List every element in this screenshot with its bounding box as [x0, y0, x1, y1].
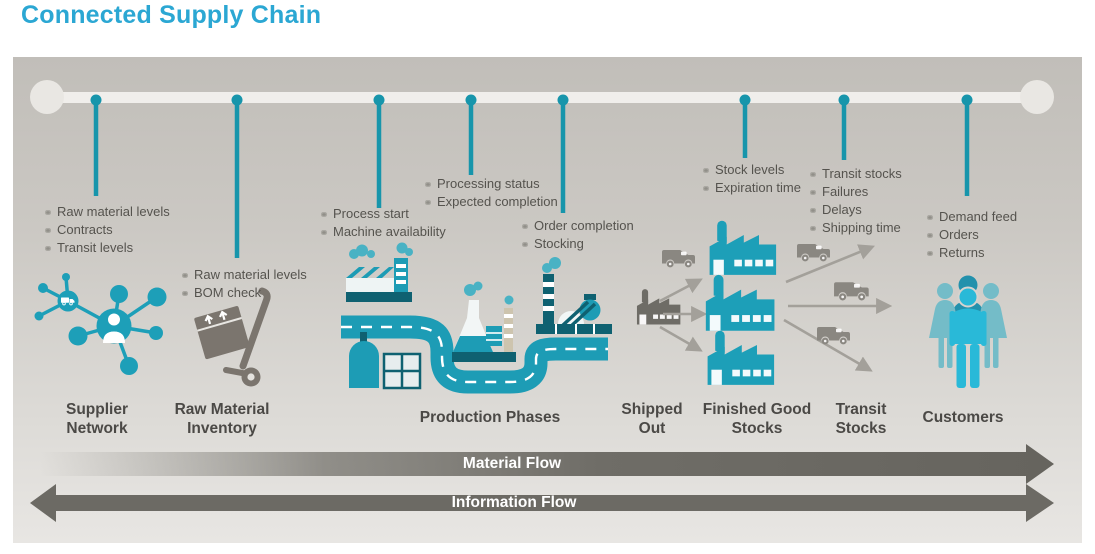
bullet-item: Order completion [521, 217, 634, 235]
timeline-start-cap [30, 80, 64, 114]
bullet-item: Failures [809, 183, 902, 201]
bullet-item: Transit stocks [809, 165, 902, 183]
van-icon [797, 244, 830, 262]
bullet-item: Process start [320, 205, 446, 223]
callout-processing-status: Processing status Expected completion [424, 175, 558, 211]
bullet-item: Raw material levels [44, 203, 170, 221]
stage-label-customers: Customers [922, 409, 1004, 426]
person-front [949, 286, 987, 388]
hand-truck-icon [194, 287, 271, 387]
timeline [30, 80, 1054, 258]
bullet-item: Expiration time [702, 179, 801, 197]
material-flow-label: Material Flow [462, 455, 562, 472]
bullet-item: Machine availability [320, 223, 446, 241]
bullet-item: Shipping time [809, 219, 902, 237]
bullet-item: Expected completion [424, 193, 558, 211]
callout-supplier-network: Raw material levels Contracts Transit le… [44, 203, 170, 257]
stage-label-supplier-network: Supplier Network [65, 401, 129, 437]
bullet-item: Orders [926, 226, 1017, 244]
supplier-network-icon [34, 273, 167, 375]
person-icon [103, 313, 125, 343]
bullet-item: Stocking [521, 235, 634, 253]
callout-raw-material-inventory: Raw material levels BOM check [181, 266, 307, 302]
transit-stocks-icon [783, 244, 893, 372]
material-flow-arrow [40, 444, 1054, 484]
van-icon [817, 327, 850, 345]
fan-out-arrows [659, 278, 708, 352]
callout-process-start: Process start Machine availability [320, 205, 446, 241]
callout-customers: Demand feed Orders Returns [926, 208, 1017, 262]
stage-label-transit-stocks: Transit Stocks [835, 401, 887, 437]
stage-label-production-phases: Production Phases [419, 409, 561, 426]
page-title: Connected Supply Chain [21, 1, 322, 29]
information-flow-label: Information Flow [451, 494, 577, 511]
van-icon [662, 250, 695, 268]
stage-label-shipped-out: Shipped Out [621, 401, 683, 437]
bullet-item: Stock levels [702, 161, 801, 179]
people-group-icon [929, 275, 1007, 388]
stage-label-finished-good-stocks: Finished Good Stocks [702, 401, 812, 437]
truck-node-icon [61, 297, 75, 306]
callout-order-completion: Order completion Stocking [521, 217, 634, 253]
information-flow-arrow [30, 484, 1054, 522]
callout-finished-good-stocks: Stock levels Expiration time [702, 161, 801, 197]
shipped-out-icon [636, 250, 708, 352]
transit-arrows [783, 244, 893, 372]
timeline-end-cap [1020, 80, 1054, 114]
finished-good-stocks-icon [705, 220, 777, 385]
van-icon [834, 282, 869, 301]
bullet-item: Demand feed [926, 208, 1017, 226]
timeline-drop-lines [93, 102, 970, 258]
storage-tanks-icon [349, 332, 422, 390]
bullet-item: Contracts [44, 221, 170, 239]
timeline-bar [40, 92, 1040, 103]
bullet-item: Transit levels [44, 239, 170, 257]
factory-1-icon [346, 242, 413, 302]
bullet-item: Raw material levels [181, 266, 307, 284]
bullet-item: Returns [926, 244, 1017, 262]
factory-2-icon [452, 281, 516, 362]
bullet-item: BOM check [181, 284, 307, 302]
bullet-item: Delays [809, 201, 902, 219]
stage-label-raw-material-inventory: Raw Material Inventory [174, 401, 270, 437]
factories-road-icon [341, 242, 612, 394]
timeline-node-dots [90, 94, 973, 106]
bullet-item: Processing status [424, 175, 558, 193]
factory-3-icon [536, 257, 612, 334]
callout-transit-stocks: Transit stocks Failures Delays Shipping … [809, 165, 902, 237]
